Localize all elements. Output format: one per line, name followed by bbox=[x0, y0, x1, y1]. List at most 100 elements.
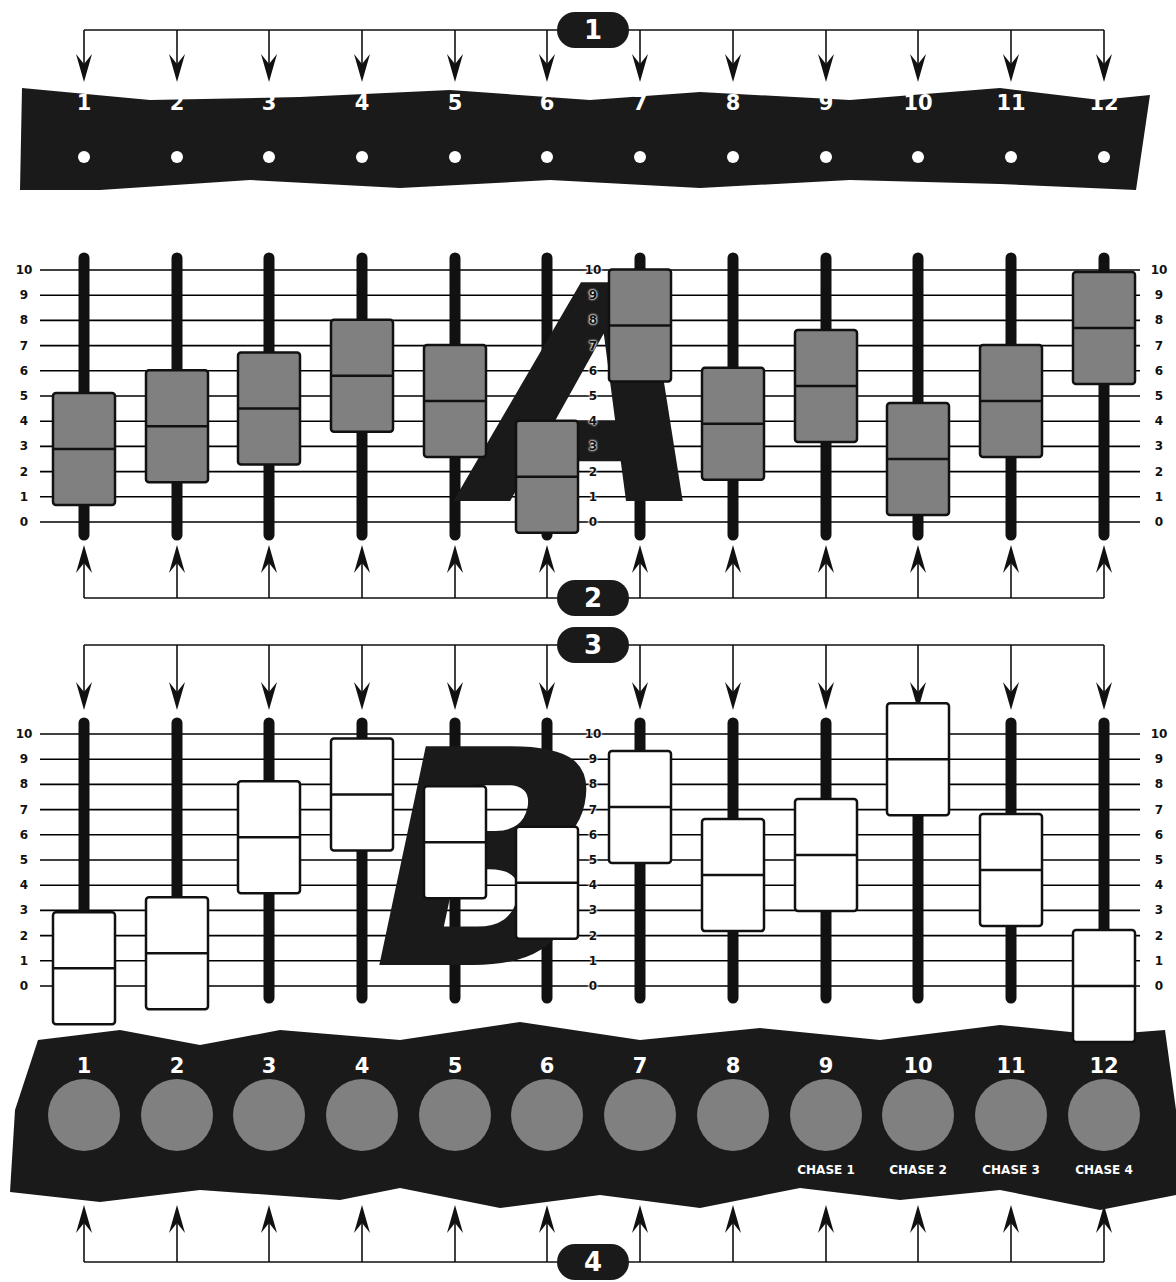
flash-button bbox=[1068, 1079, 1140, 1151]
arrow-head bbox=[169, 1205, 185, 1233]
leader-line bbox=[268, 1223, 270, 1262]
channel-number: 5 bbox=[448, 93, 463, 114]
band-shape bbox=[0, 72, 1176, 197]
led-dot bbox=[727, 151, 739, 163]
leader-line bbox=[917, 30, 919, 64]
arrow-head bbox=[539, 54, 555, 82]
scale-number: 1 bbox=[19, 955, 29, 967]
arrow-head bbox=[354, 545, 370, 573]
fader-cap bbox=[53, 912, 115, 1024]
scale-number: 6 bbox=[19, 829, 29, 841]
arrow-head bbox=[261, 1205, 277, 1233]
leader-line bbox=[825, 563, 827, 598]
scale-number: 1 bbox=[1154, 491, 1164, 503]
panel-band: 123456789101112CHASE 1CHASE 2CHASE 3CHAS… bbox=[0, 1015, 1176, 1215]
scale-number: 2 bbox=[19, 466, 29, 478]
scale-number: 8 bbox=[1154, 778, 1164, 790]
flash-button bbox=[326, 1079, 398, 1151]
callout-number: 3 bbox=[584, 632, 602, 658]
arrow-head bbox=[539, 682, 555, 710]
leader-line bbox=[917, 645, 919, 692]
leader-line bbox=[1010, 645, 1012, 692]
scale-number: 1 bbox=[1154, 955, 1164, 967]
leader-line bbox=[268, 645, 270, 692]
arrow-head bbox=[910, 54, 926, 82]
cap-line bbox=[331, 375, 393, 378]
scale-number: 8 bbox=[589, 314, 597, 326]
cap-line bbox=[887, 758, 949, 761]
led-dot bbox=[820, 151, 832, 163]
leader-line bbox=[454, 645, 456, 692]
cap-line bbox=[702, 874, 764, 877]
leader-line bbox=[732, 645, 734, 692]
leader-line bbox=[825, 1223, 827, 1262]
arrow-head bbox=[725, 54, 741, 82]
leader-line bbox=[732, 563, 734, 598]
arrow-head bbox=[447, 1205, 463, 1233]
leader-line bbox=[732, 1223, 734, 1262]
leader-line bbox=[83, 1223, 85, 1262]
channel-number: 9 bbox=[819, 1056, 834, 1077]
led-dot bbox=[634, 151, 646, 163]
fader-cap bbox=[702, 368, 764, 480]
scale-number: 10 bbox=[15, 264, 34, 276]
leader-line bbox=[1103, 645, 1105, 692]
flash-button bbox=[975, 1079, 1047, 1151]
scale-number: 4 bbox=[589, 415, 597, 427]
scale-number: 10 bbox=[1150, 264, 1169, 276]
scale-number: 5 bbox=[589, 390, 597, 402]
cap-line bbox=[238, 407, 300, 410]
panel-band: 123456789101112 bbox=[0, 72, 1176, 197]
scale-number: 7 bbox=[19, 340, 29, 352]
callout-pill: 1 bbox=[557, 12, 629, 48]
fader-cap bbox=[609, 269, 671, 381]
scale-number: 7 bbox=[1154, 340, 1164, 352]
leader-line bbox=[176, 30, 178, 64]
arrow-head bbox=[76, 1205, 92, 1233]
scale-number: 1 bbox=[589, 491, 597, 503]
arrow-head bbox=[539, 545, 555, 573]
leader-line bbox=[176, 645, 178, 692]
arrow-head bbox=[818, 545, 834, 573]
cap-line bbox=[609, 806, 671, 809]
arrow-head bbox=[76, 682, 92, 710]
scale-number: 3 bbox=[19, 440, 29, 452]
led-dot bbox=[1098, 151, 1110, 163]
leader-line bbox=[825, 30, 827, 64]
channel-number: 4 bbox=[355, 93, 370, 114]
fader-cap bbox=[1073, 930, 1135, 1042]
scale-number: 3 bbox=[1154, 440, 1164, 452]
led-dot bbox=[171, 151, 183, 163]
scale-number: 6 bbox=[1154, 365, 1164, 377]
arrow-head bbox=[818, 1205, 834, 1233]
scale-number: 10 bbox=[1150, 728, 1169, 740]
leader-line bbox=[361, 645, 363, 692]
channel-number: 7 bbox=[633, 93, 648, 114]
led-dot bbox=[912, 151, 924, 163]
callout-pill: 2 bbox=[557, 580, 629, 616]
channel-number: 6 bbox=[540, 93, 555, 114]
scale-number: 8 bbox=[589, 778, 597, 790]
chase-label: CHASE 3 bbox=[982, 1164, 1040, 1176]
leader-line bbox=[732, 30, 734, 64]
channel-number: 11 bbox=[996, 1056, 1025, 1077]
leader-line bbox=[546, 645, 548, 692]
scale-number: 6 bbox=[589, 365, 597, 377]
arrow-head bbox=[169, 682, 185, 710]
channel-number: 9 bbox=[819, 93, 834, 114]
scale-number: 5 bbox=[1154, 854, 1164, 866]
channel-number: 12 bbox=[1089, 1056, 1118, 1077]
leader-line bbox=[268, 30, 270, 64]
band-shape bbox=[0, 1015, 1176, 1215]
leader-line bbox=[1103, 30, 1105, 64]
callout-pill: 3 bbox=[557, 627, 629, 663]
chase-label: CHASE 1 bbox=[797, 1164, 855, 1176]
led-dot bbox=[541, 151, 553, 163]
scale-number: 0 bbox=[19, 980, 29, 992]
scale-number: 10 bbox=[585, 728, 602, 740]
scale-number: 9 bbox=[19, 753, 29, 765]
flash-button bbox=[604, 1079, 676, 1151]
channel-number: 2 bbox=[170, 1056, 185, 1077]
led-dot bbox=[1005, 151, 1017, 163]
leader-line bbox=[1010, 563, 1012, 598]
